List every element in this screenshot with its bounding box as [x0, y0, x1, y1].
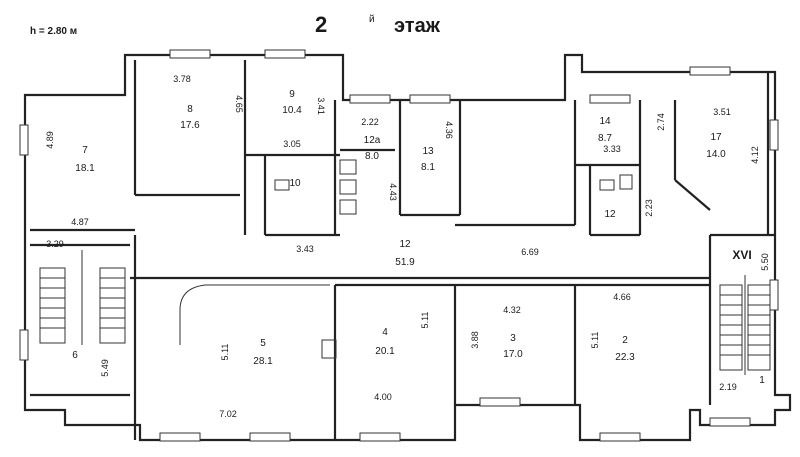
- dim-222: 2.22: [361, 117, 379, 127]
- room-area-5: 28.1: [253, 356, 273, 367]
- room-area-2: 22.3: [615, 352, 635, 363]
- dim-443: 4.43: [388, 183, 398, 201]
- dim-341: 3.41: [316, 97, 326, 115]
- room-labels: 8 17.6 9 10.4 12а 8.0 13 8.1 14 8.7 17 1…: [72, 89, 765, 386]
- room-number-8: 8: [187, 104, 193, 115]
- dim-550: 5.50: [760, 253, 770, 271]
- dim-466: 4.66: [613, 292, 631, 302]
- dim-511-b: 5.11: [420, 312, 430, 329]
- room-area-7: 18.1: [75, 163, 95, 174]
- dim-511-a: 5.11: [220, 344, 230, 361]
- dim-223: 2.23: [644, 199, 654, 217]
- outer-walls: [23, 53, 792, 442]
- stairs-left: [39, 250, 126, 345]
- dim-343: 3.43: [296, 244, 314, 254]
- dim-487: 4.87: [71, 217, 89, 227]
- floor-suffix: й: [369, 14, 375, 25]
- dim-400: 4.00: [374, 392, 392, 402]
- room-number-3: 3: [510, 333, 516, 344]
- dim-436: 4.36: [444, 121, 454, 139]
- room-number-1: 1: [759, 375, 765, 386]
- room-number-17: 17: [710, 132, 722, 143]
- room-area-4: 20.1: [375, 346, 395, 357]
- dim-465: 4.65: [234, 95, 244, 113]
- room-number-15: 12: [604, 209, 616, 220]
- room-number-13: 13: [422, 146, 434, 157]
- room-area-13: 8.1: [421, 162, 435, 173]
- dim-219: 2.19: [719, 382, 737, 392]
- room-number-xvi: XVI: [732, 248, 751, 262]
- dim-702: 7.02: [219, 409, 237, 419]
- room-number-5: 5: [260, 338, 266, 349]
- dim-549: 5.49: [100, 359, 110, 377]
- dim-489: 4.89: [45, 131, 55, 149]
- curved-partition: [179, 284, 330, 345]
- dim-388: 3.88: [470, 331, 480, 349]
- room-area-8: 17.6: [180, 120, 200, 131]
- sanitary-fixtures: [274, 159, 633, 359]
- room-number-14: 14: [599, 116, 611, 127]
- room-number-4: 4: [382, 327, 388, 338]
- room-number-12: 12: [399, 239, 411, 250]
- dim-329: 3.29: [46, 239, 64, 249]
- interior-walls: [30, 60, 775, 440]
- room-area-17: 14.0: [706, 149, 726, 160]
- room-number-7: 7: [82, 145, 88, 156]
- windows: [19, 49, 779, 442]
- room-area-12: 51.9: [395, 257, 415, 268]
- room-area-3: 17.0: [503, 349, 523, 360]
- dim-669: 6.69: [521, 247, 539, 257]
- room-area-14: 8.7: [598, 133, 612, 144]
- stairs-right: [719, 275, 771, 375]
- dim-511-c: 5.11: [590, 332, 600, 349]
- dim-378: 3.78: [173, 74, 191, 84]
- room-number-12a: 12а: [364, 135, 381, 146]
- room-area-9: 10.4: [282, 105, 302, 116]
- dim-274: 2.74: [656, 113, 666, 131]
- dim-432: 4.32: [503, 305, 521, 315]
- dimension-labels: 3.78 4.65 3.41 3.05 2.22 4.36 4.43 4.89 …: [45, 74, 770, 419]
- floor-number: 2: [315, 12, 327, 37]
- dim-333: 3.33: [603, 144, 621, 154]
- dim-351: 3.51: [713, 107, 731, 117]
- dim-305: 3.05: [283, 139, 301, 149]
- floor-word: этаж: [394, 15, 441, 37]
- room-number-10: 10: [289, 178, 301, 189]
- room-number-9: 9: [289, 89, 295, 100]
- room-number-6: 6: [72, 350, 78, 361]
- dim-412: 4.12: [750, 146, 760, 164]
- ceiling-height-label: h = 2.80 м: [30, 26, 77, 37]
- room-area-12a: 8.0: [365, 151, 379, 162]
- room-number-2: 2: [622, 335, 628, 346]
